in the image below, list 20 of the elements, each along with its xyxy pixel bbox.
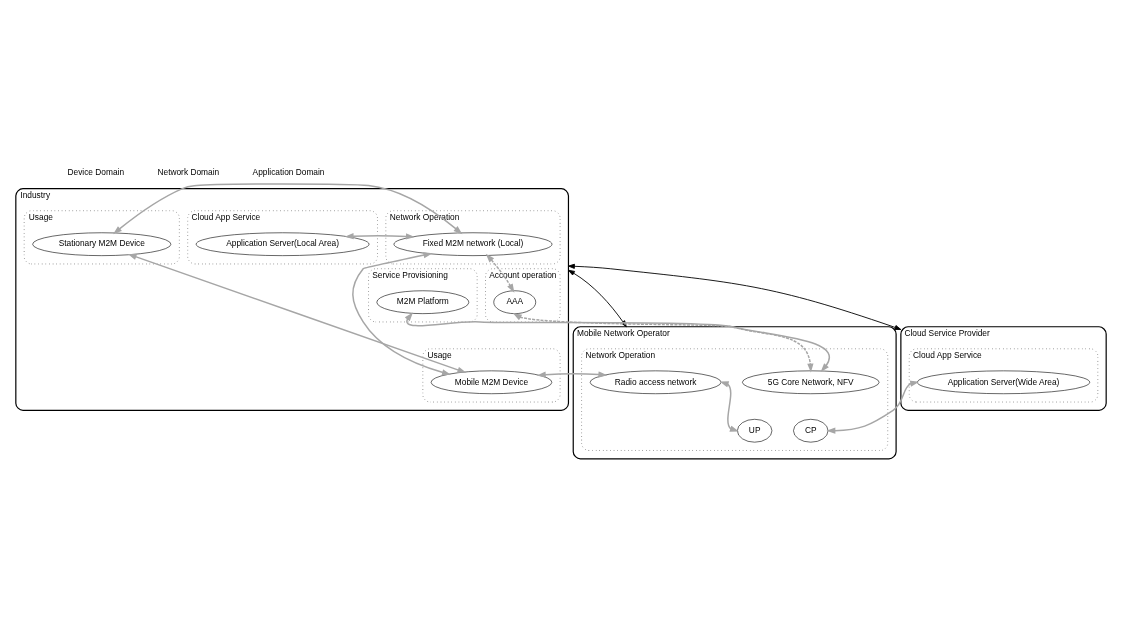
arrow xyxy=(113,182,463,234)
node-ellipse: AAA xyxy=(493,289,537,314)
node-ellipse: Application Server(Wide Area) xyxy=(917,370,1091,394)
arrow xyxy=(536,370,608,378)
arrow xyxy=(344,232,415,240)
arrow xyxy=(485,253,515,293)
node-ellipse: UP xyxy=(737,418,773,442)
arrow xyxy=(826,380,920,434)
arrow xyxy=(404,311,830,372)
label: Network Domain xyxy=(157,166,220,177)
arrow xyxy=(719,380,739,432)
node-ellipse: 5G Core Network, NFV xyxy=(742,370,880,394)
label: Application Domain xyxy=(252,166,325,177)
arrow xyxy=(512,312,814,373)
arrow xyxy=(127,253,467,373)
node-ellipse: CP xyxy=(793,418,829,442)
node-ellipse: M2M Platform xyxy=(376,289,470,314)
arrow xyxy=(352,251,451,375)
label: Device Domain xyxy=(67,166,125,177)
node-ellipse: Stationary M2M Device xyxy=(32,231,172,256)
